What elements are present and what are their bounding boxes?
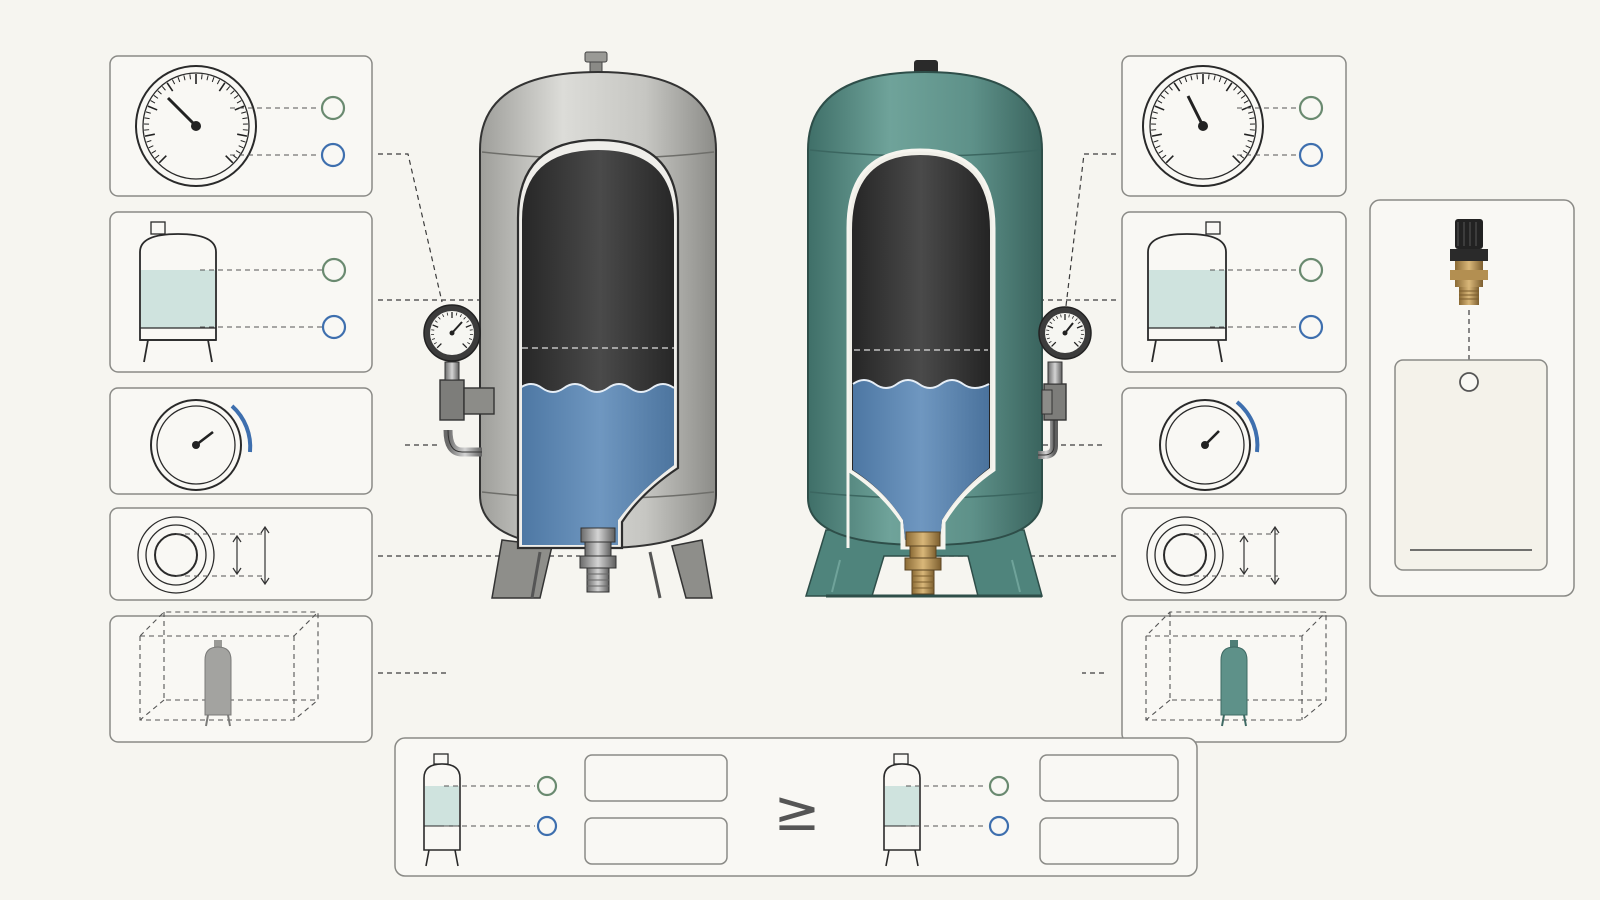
connection-size-icon <box>1146 516 1280 594</box>
right-system-pressure-field <box>1039 817 1179 865</box>
gauge-range-icon <box>1159 399 1260 491</box>
right-connection-size-card <box>1121 507 1347 601</box>
greater-or-equal-symbol: ≥ <box>774 779 821 844</box>
connection-size-icon <box>137 516 270 594</box>
schrader-valve-icon <box>1450 219 1488 305</box>
right-precharge-field <box>1039 754 1179 802</box>
tank-water-level-icon <box>139 221 217 363</box>
valve-label-card <box>1369 199 1575 597</box>
pressure-gauge-icon <box>1142 65 1264 187</box>
right-mini-tank-icon <box>883 753 921 867</box>
tank-footprint-icon <box>1145 611 1327 727</box>
left-pressure-gauge-card <box>109 55 373 197</box>
left-column <box>109 55 373 743</box>
left-connection-size-card <box>109 507 373 601</box>
left-precharge-field <box>584 754 728 802</box>
right-pressure-gauge-card <box>1121 55 1347 197</box>
right-gauge-range-card <box>1121 387 1347 495</box>
composite-tank-pressure-gauge <box>1038 306 1092 459</box>
right-column <box>1121 55 1347 743</box>
precharge-comparison-panel: ≥ <box>394 737 1198 877</box>
tank-water-level-icon <box>1147 221 1227 363</box>
tank-footprint-icon <box>139 611 319 727</box>
left-tank-level-card <box>109 211 373 373</box>
composite-expansion-tank <box>804 60 1092 598</box>
steel-tank-pressure-gauge <box>423 304 495 457</box>
label-tag-icon <box>1394 359 1548 571</box>
right-tank-level-card <box>1121 211 1347 373</box>
left-mini-tank-icon <box>423 753 461 867</box>
pressure-gauge-icon <box>135 65 257 187</box>
left-footprint-card <box>109 611 373 743</box>
right-footprint-card <box>1121 611 1347 743</box>
left-gauge-range-card <box>109 387 373 495</box>
steel-expansion-tank <box>423 51 717 599</box>
left-system-pressure-field <box>584 817 728 865</box>
system-pressure-indicator-dot <box>320 142 346 168</box>
precharge-indicator-dot <box>320 95 346 121</box>
gauge-range-icon <box>150 399 253 491</box>
